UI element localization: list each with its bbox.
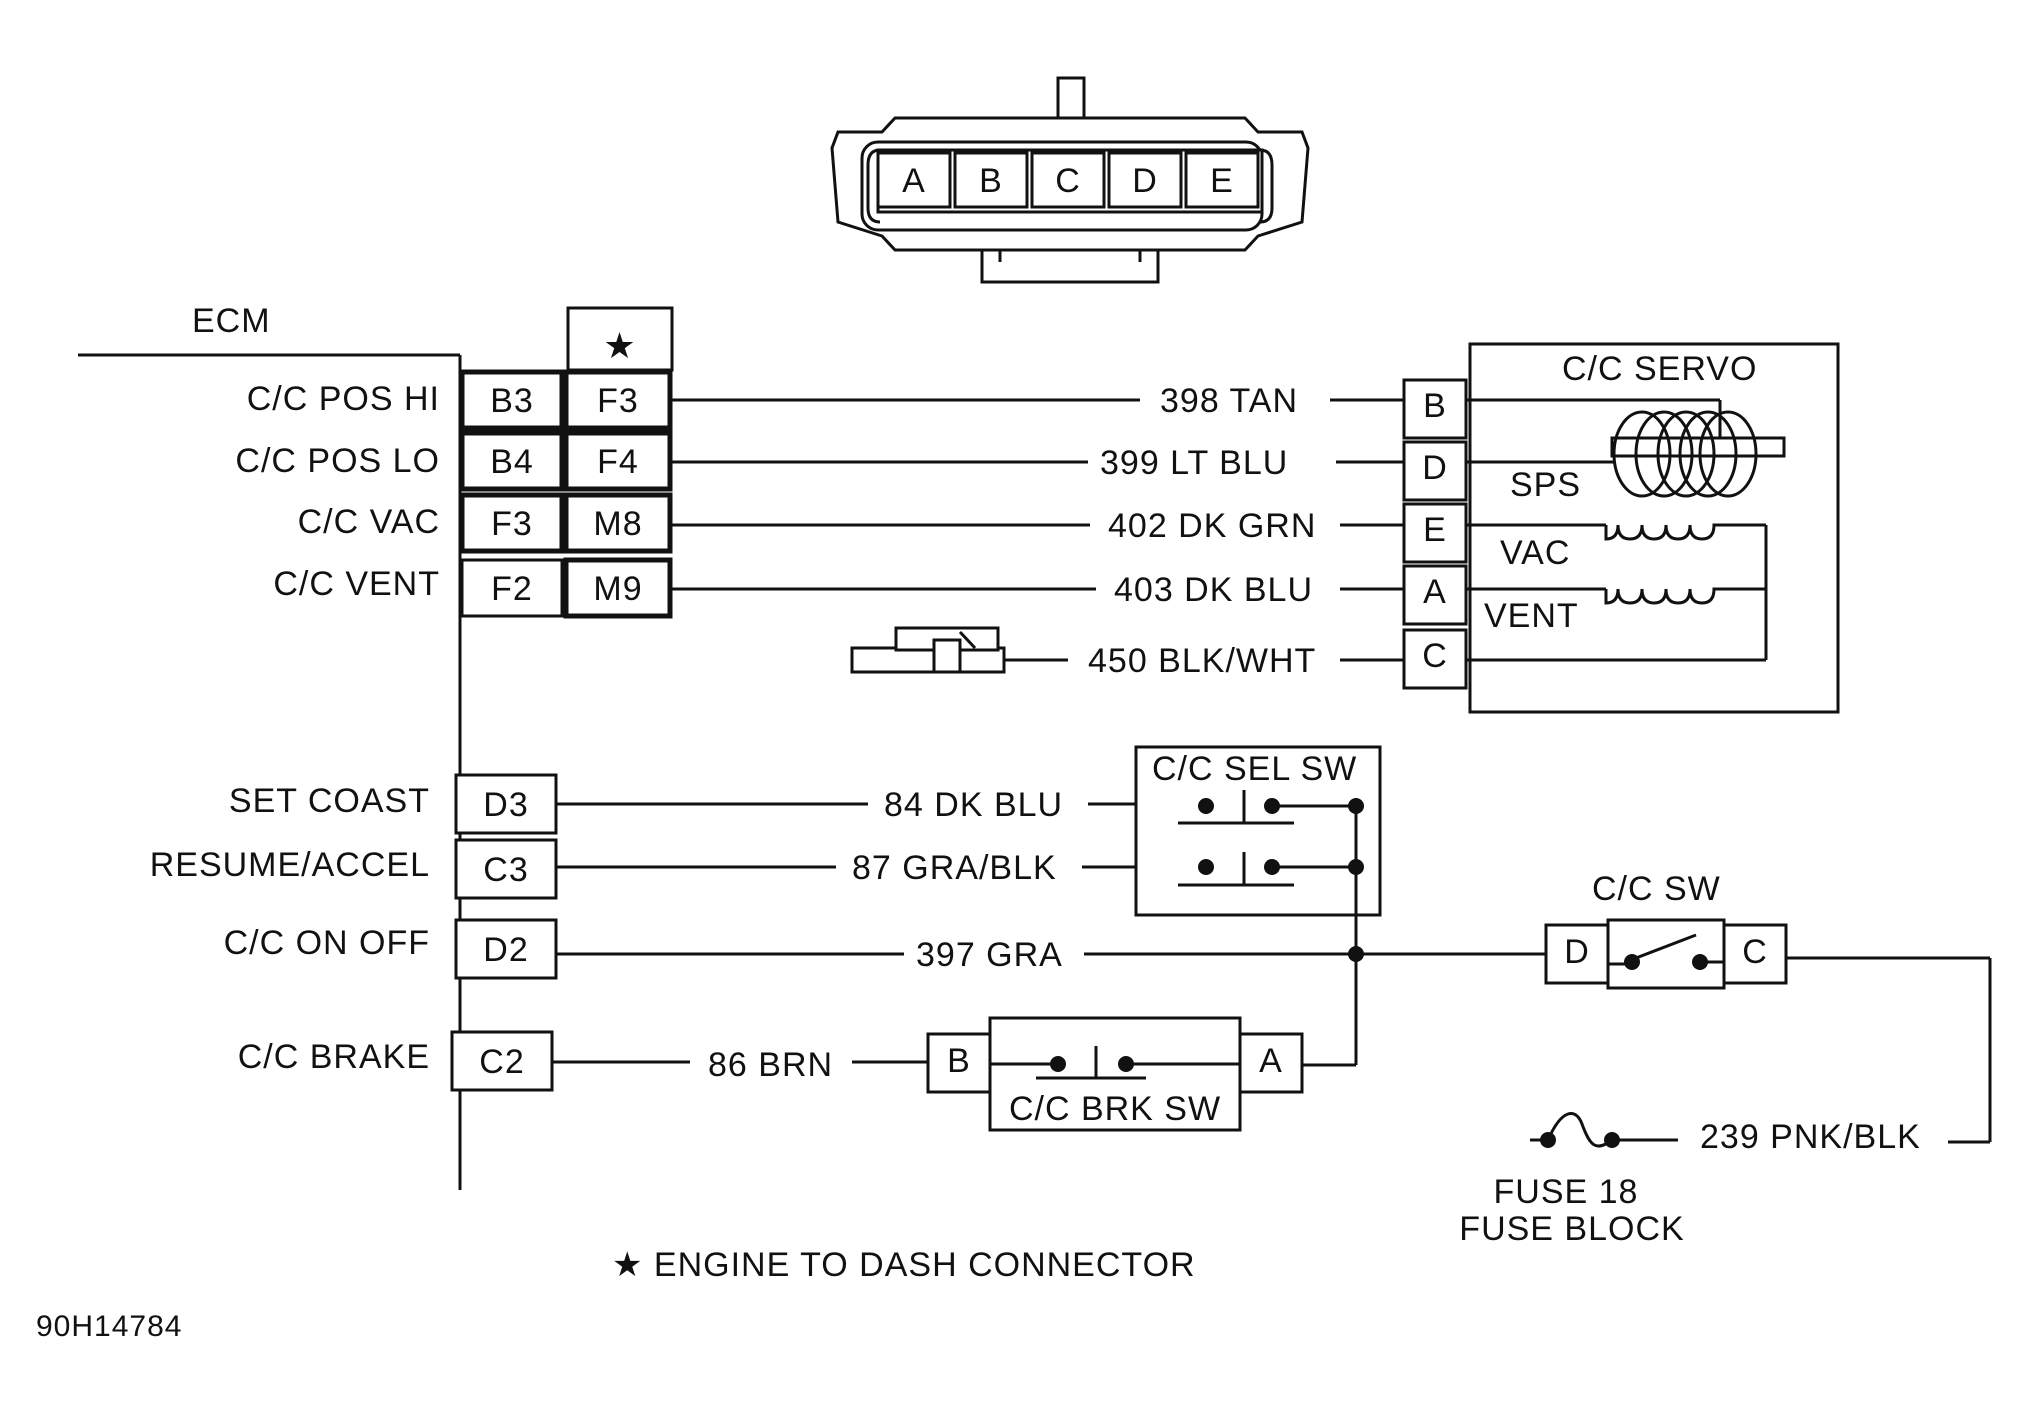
dash-pin-m8 — [563, 492, 673, 554]
ecm-pin-b4 — [459, 430, 565, 492]
connector-pin-c — [1030, 151, 1106, 209]
sps-coil-icon — [1612, 410, 1758, 498]
servo-vac-label: VAC — [1500, 534, 1570, 572]
ecm-pin-d2 — [454, 918, 558, 980]
cc-switch-title: C/C SW — [1592, 870, 1721, 908]
ecm-label-vent: C/C VENT — [273, 565, 440, 603]
wire-label-84: 84 DK BLU — [884, 786, 1063, 824]
connector-pin-a — [876, 151, 952, 209]
dash-pin-label: M8 — [593, 505, 642, 543]
ecm-pin-label: D2 — [483, 931, 528, 969]
ecm-label-pos-hi: C/C POS HI — [247, 380, 440, 418]
servo-wires: 398 TAN 399 LT BLU 402 DK GRN 403 DK BLU… — [670, 382, 1404, 680]
dash-pin-f3 — [563, 369, 673, 431]
dash-pin-label: M9 — [593, 570, 642, 608]
connector-illustration: A B C D E — [830, 76, 1310, 284]
star-icon: ★ — [603, 325, 636, 366]
wire-label-239: 239 PNK/BLK — [1700, 1118, 1921, 1156]
ecm-label-vac: C/C VAC — [298, 503, 440, 541]
servo-pin-label: B — [1423, 387, 1447, 425]
ecm-label-set-coast: SET COAST — [229, 782, 430, 820]
brake-switch-title: C/C BRK SW — [1009, 1090, 1221, 1128]
cc-switch-pin-c — [1722, 923, 1788, 985]
ecm-pin-label: F2 — [491, 570, 533, 608]
ecm-label-pos-lo: C/C POS LO — [235, 442, 440, 480]
power-feed: 397 GRA C/C SW D C 239 PNK/BLK FUSE 18 F… — [556, 870, 1992, 1248]
ecm-pin-label: B3 — [490, 382, 534, 420]
servo-pin-d — [1402, 440, 1468, 502]
vac-solenoid-icon — [1604, 523, 1766, 541]
cc-servo: C/C SERVO B D E A C SPS VAC VENT — [1402, 342, 1840, 714]
servo-title: C/C SERVO — [1562, 350, 1757, 388]
cc-selector-switch: C/C SEL SW — [1134, 745, 1382, 1065]
servo-pin-label: A — [1423, 573, 1447, 611]
ecm-pin-label: C3 — [483, 851, 528, 889]
wire-label-402: 402 DK GRN — [1108, 507, 1316, 545]
wire-label-450: 450 BLK/WHT — [1088, 642, 1316, 680]
ecm-label-brake: C/C BRAKE — [238, 1038, 430, 1076]
cc-switch-pin-label: C — [1742, 933, 1768, 971]
fuse-block-label: FUSE BLOCK — [1459, 1210, 1684, 1248]
servo-pin-a — [1402, 564, 1468, 626]
ecm-pin-label: B4 — [490, 443, 534, 481]
ecm-title: ECM — [192, 302, 271, 340]
ground-connector-icon — [850, 626, 1006, 674]
ecm-pin-label: F3 — [491, 505, 533, 543]
ecm-pin-label: D3 — [483, 786, 528, 824]
ecm-pin-c3 — [454, 838, 558, 900]
dash-pin-label: F4 — [597, 443, 639, 481]
wire-label-87: 87 GRA/BLK — [852, 849, 1057, 887]
brake-switch-pin-b — [926, 1032, 992, 1094]
fuse-icon — [1530, 1112, 1620, 1148]
dash-pin-label: F3 — [597, 382, 639, 420]
brake-switch-pin-label: B — [947, 1042, 971, 1080]
ecm-pins-left: B3 B4 F3 F2 D3 C3 D2 C2 — [450, 369, 565, 1092]
selector-wires: 84 DK BLU 87 GRA/BLK — [556, 786, 1136, 887]
engine-dash-connector-pins: ★ F3 F4 M8 M9 — [563, 306, 674, 619]
connector-pin-d — [1107, 151, 1183, 209]
wire-label-398: 398 TAN — [1160, 382, 1298, 420]
wire-label-399: 399 LT BLU — [1100, 444, 1288, 482]
brake-circuit: 86 BRN B A C/C BRK SW — [552, 1016, 1356, 1132]
servo-pin-label: D — [1422, 449, 1448, 487]
legend-engine-dash-connector: ★ ENGINE TO DASH CONNECTOR — [612, 1246, 1196, 1284]
ecm-label-resume-accel: RESUME/ACCEL — [150, 846, 430, 884]
ecm-pin-c2 — [450, 1030, 554, 1092]
connector-pin-label: E — [1210, 162, 1234, 200]
wire-label-397: 397 GRA — [916, 936, 1063, 974]
servo-pin-e — [1402, 502, 1468, 564]
ecm-pin-b3 — [459, 369, 565, 431]
sel-sw-title: C/C SEL SW — [1152, 750, 1357, 788]
connector-pin-label: C — [1055, 162, 1081, 200]
dash-pin-m9 — [563, 557, 673, 619]
connector-pin-label: D — [1132, 162, 1158, 200]
servo-vent-label: VENT — [1484, 597, 1579, 635]
servo-pin-label: C — [1422, 637, 1448, 675]
servo-pin-c — [1402, 628, 1468, 690]
connector-pin-label: B — [979, 162, 1003, 200]
connector-pin-e — [1184, 151, 1260, 209]
cc-switch-body — [1606, 918, 1726, 990]
vent-solenoid-icon — [1604, 587, 1766, 605]
ecm-block: ECM C/C POS HI C/C POS LO C/C VAC C/C VE… — [78, 302, 462, 1190]
fuse-label: FUSE 18 — [1494, 1173, 1639, 1211]
servo-pin-b — [1402, 378, 1468, 440]
connector-pin-b — [953, 151, 1029, 209]
connector-pin-label: A — [902, 162, 926, 200]
cc-switch-pin-d — [1544, 923, 1610, 985]
figure-id: 90H14784 — [36, 1310, 182, 1343]
ecm-pin-f2 — [460, 558, 564, 618]
cc-switch-pin-label: D — [1564, 933, 1590, 971]
servo-sps-label: SPS — [1510, 466, 1581, 504]
wire-label-86: 86 BRN — [708, 1046, 833, 1084]
ecm-label-on-off: C/C ON OFF — [224, 924, 430, 962]
wire-label-403: 403 DK BLU — [1114, 571, 1313, 609]
servo-pin-label: E — [1423, 511, 1447, 549]
brake-switch-pin-label: A — [1259, 1042, 1283, 1080]
ecm-pin-label: C2 — [479, 1043, 524, 1081]
brake-switch-pin-a — [1238, 1032, 1304, 1094]
ecm-pin-f3 — [459, 492, 565, 554]
